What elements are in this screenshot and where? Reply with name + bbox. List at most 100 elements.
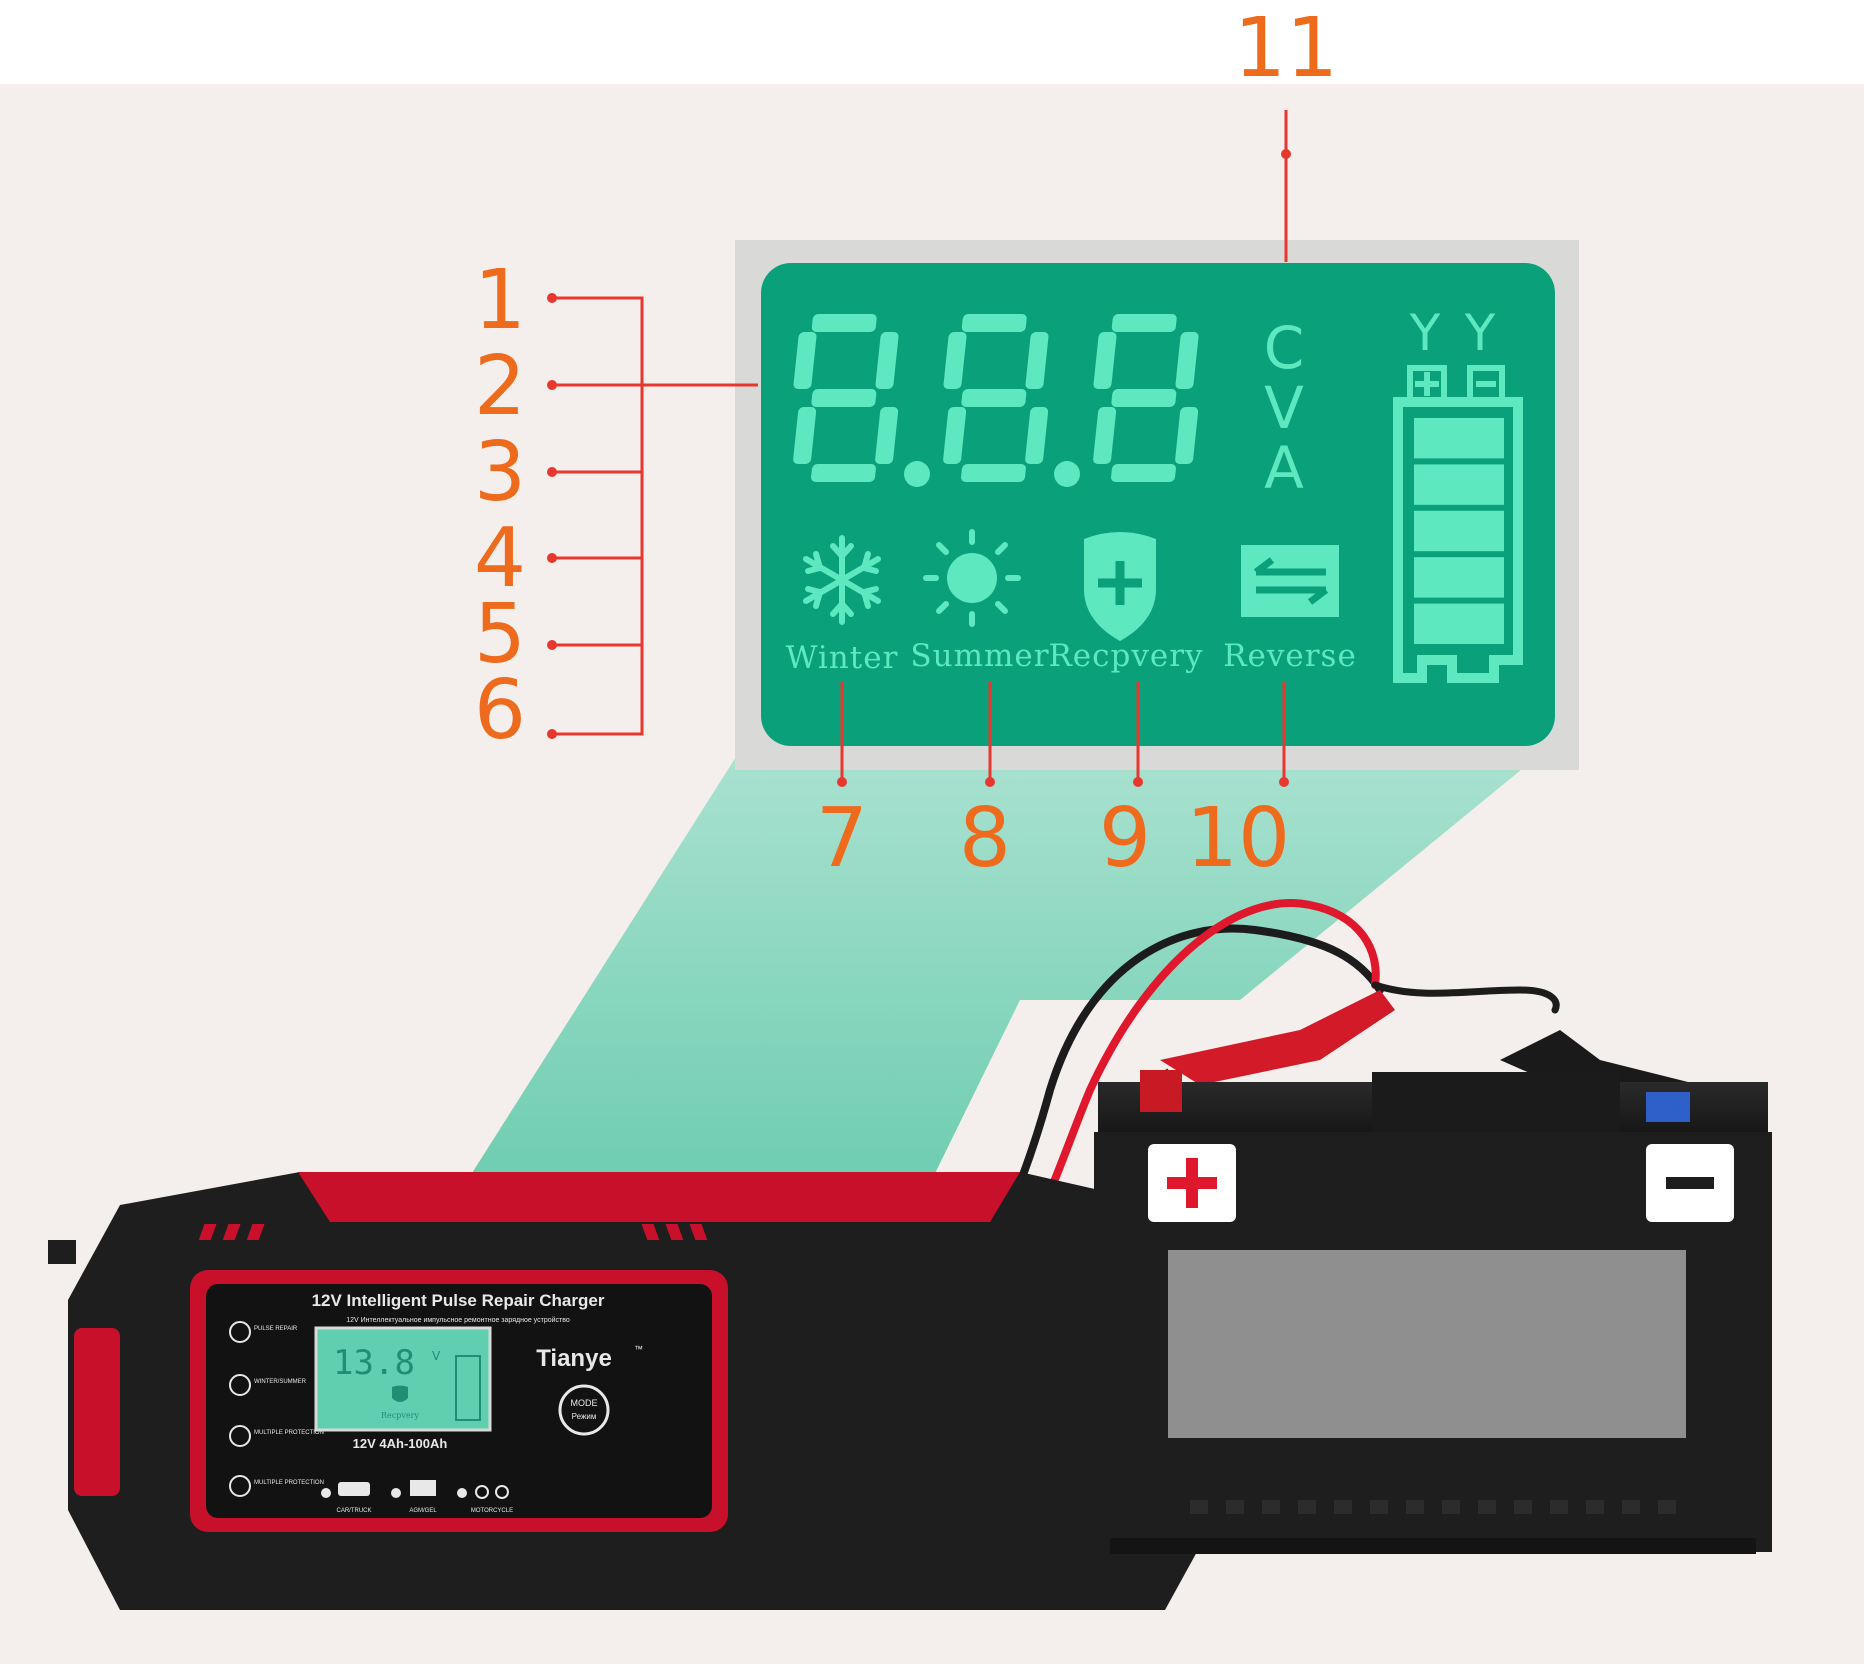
mode-button-label: MODE (571, 1398, 598, 1408)
plus-icon (1167, 1158, 1217, 1208)
label-reverse: Reverse (1223, 638, 1357, 674)
feature-4: MULTIPLE PROTECTION (254, 1480, 324, 1486)
digit-2-segment-2 (961, 389, 1027, 407)
digit-1-segment-3 (811, 464, 876, 482)
charger-lcd-shield-icon (392, 1385, 408, 1402)
charger-side-clip (48, 1240, 76, 1264)
reverse-arrows-icon (1241, 545, 1339, 617)
battery-level-icon: Y Y (1393, 304, 1523, 683)
top-white-band (0, 0, 1864, 84)
leader-dot-8 (985, 777, 995, 787)
moto-mode-led (457, 1488, 467, 1498)
protection-icon (229, 1425, 251, 1447)
leader-dot-2 (547, 380, 557, 390)
leader-dot-10 (1279, 777, 1289, 787)
red-clamp (1160, 990, 1395, 1085)
charger-left-grip (74, 1328, 120, 1496)
annotation-7: 7 (816, 791, 868, 886)
leader-lines (552, 110, 1288, 780)
battery-ridge-13 (1622, 1500, 1640, 1514)
digit-1-segment-4 (793, 332, 817, 389)
annotation-4: 4 (474, 511, 526, 606)
mode-button-sublabel: Режим (572, 1412, 597, 1421)
digit-2-segment-3 (961, 464, 1026, 482)
car-battery: + − (1094, 1070, 1772, 1554)
leader-dot-4 (547, 553, 557, 563)
annotation-3: 3 (474, 425, 526, 520)
charger-lcd (314, 1326, 492, 1432)
annotation-5: 5 (474, 587, 526, 682)
charger-trademark: ™ (634, 1344, 643, 1354)
unit-v: V (1264, 374, 1304, 442)
car-icon (338, 1482, 370, 1496)
leader-dot-1 (547, 293, 557, 303)
battery-bottom-ridges (1190, 1500, 1676, 1514)
battery-outline (1393, 397, 1523, 683)
battery-ridge-3 (1262, 1500, 1280, 1514)
battery-front-label (1168, 1250, 1686, 1438)
digit-3-segment-2 (1111, 389, 1177, 407)
digit-3-segment-3 (1111, 464, 1176, 482)
leader-dot-3 (547, 467, 557, 477)
charger-title: 12V Intelligent Pulse Repair Charger (312, 1291, 605, 1310)
leader-dot-5 (547, 640, 557, 650)
vehicle-mode-3: MOTORCYCLE (471, 1508, 513, 1514)
lcd-units: C V A (1264, 314, 1305, 502)
digit-2-segment-7 (1025, 407, 1049, 464)
battery-ridge-14 (1658, 1500, 1676, 1514)
label-summer: Summer (910, 638, 1049, 674)
battery-bars (1414, 418, 1504, 644)
charger-top-red-plate (298, 1172, 1020, 1222)
battery-ridge-6 (1370, 1500, 1388, 1514)
battery-ridge-2 (1226, 1500, 1244, 1514)
annotation-9: 9 (1099, 791, 1151, 886)
digit-3-segment-4 (1093, 332, 1117, 389)
charger-subtitle: 12V Интеллектуальное импульсное ремонтно… (346, 1316, 570, 1324)
sun-icon (923, 529, 1021, 627)
unit-c: C (1264, 314, 1305, 382)
label-recovery: Recpvery (1048, 638, 1203, 674)
digit-1-segment-2 (811, 389, 877, 407)
vehicle-mode-1: CAR/TRUCK (336, 1508, 371, 1514)
battery-ridge-10 (1514, 1500, 1532, 1514)
charger-cable-outlet (840, 1350, 854, 1390)
vehicle-modes: CAR/TRUCK AGM/GEL MOTORCYCLE (321, 1480, 513, 1514)
battery-ridge-1 (1190, 1500, 1208, 1514)
pulse-repair-icon (229, 1321, 251, 1343)
charger-capacity: 12V 4Ah-100Ah (353, 1436, 448, 1451)
black-cable-to-clamp (1371, 981, 1560, 1014)
battery-terminal-right: Y (1464, 304, 1496, 362)
positive-post (1140, 1070, 1182, 1112)
digit-3-segment-6 (1093, 407, 1117, 464)
battery-ridge-11 (1550, 1500, 1568, 1514)
bracket-1-6 (552, 296, 644, 736)
plus-sign-icon (1415, 372, 1439, 396)
feature-2: WINTER/SUMMER (254, 1379, 307, 1385)
digit-1-segment-1 (811, 314, 877, 332)
leader-dot-7 (837, 777, 847, 787)
digit-2-segment-5 (1025, 332, 1049, 389)
unit-a: A (1264, 434, 1304, 502)
agm-battery-icon (410, 1480, 436, 1496)
lcd-callout: C V A Y Y (735, 240, 1579, 770)
digit-1-segment-6 (793, 407, 817, 464)
battery-bar-3 (1414, 510, 1504, 552)
mode-button[interactable] (558, 1384, 610, 1436)
projection-beam (420, 738, 1560, 1255)
label-winter: Winter (786, 640, 899, 676)
lcd-digits (793, 314, 1199, 487)
annotation-1: 1 (474, 253, 526, 348)
battery-bar-2 (1414, 464, 1504, 505)
digit-3-segment-5 (1175, 332, 1199, 389)
battery-bar-5 (1414, 603, 1504, 644)
battery-bar-4 (1414, 557, 1504, 598)
battery-terminal-left: Y (1409, 304, 1441, 362)
charger-lcd-unit: V (432, 1349, 441, 1363)
digit-3-segment-7 (1175, 407, 1199, 464)
annotation-2: 2 (474, 339, 526, 434)
battery-ridge-5 (1334, 1500, 1352, 1514)
battery-ridge-4 (1298, 1500, 1316, 1514)
digit-1-segment-5 (875, 332, 899, 389)
bottom-annotation-numbers: 7 8 9 10 (816, 791, 1290, 886)
